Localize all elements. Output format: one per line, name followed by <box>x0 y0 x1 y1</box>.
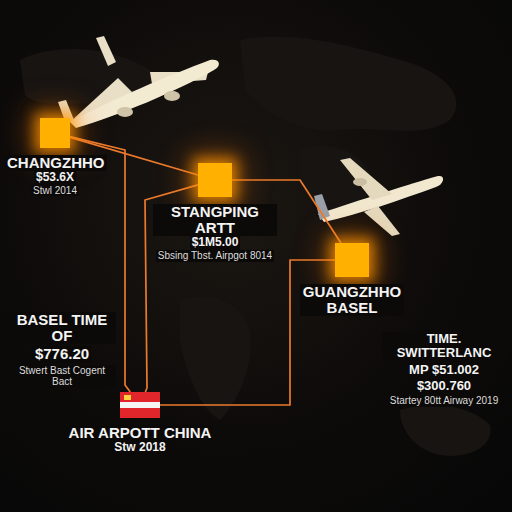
place-name: STANGPING ARTT <box>153 204 277 236</box>
route-line <box>160 260 335 405</box>
note-text: Sbsing Tbst. Airpgot 8014 <box>156 250 274 262</box>
airplane-top <box>58 36 219 128</box>
info-label: $776.20 <box>33 346 91 362</box>
place-name: AIR ARPOTT CHINA <box>67 425 214 441</box>
place-name: GUANGZHHO BASEL <box>300 284 404 316</box>
note-text: Stwl 2014 <box>31 185 79 197</box>
info-label: MP $51.002 <box>407 363 481 377</box>
info-label: Startey 80tt Airway 2019 <box>388 395 500 407</box>
price-value: $53.6X <box>34 171 76 185</box>
world-map <box>20 37 491 456</box>
info-label: $300.760 <box>415 379 473 393</box>
price-value: Stw 2018 <box>112 441 167 455</box>
right-label-group: TIME. SWITTERLANC MP $51.002 $300.760Start… <box>382 332 506 409</box>
flag-outline <box>120 392 160 418</box>
info-label: TIME. SWITTERLANC <box>382 332 506 361</box>
glow-square <box>335 243 369 277</box>
flag-marker <box>120 392 160 418</box>
glow-square <box>40 118 70 148</box>
glow-square-node: CHANGZHHO$53.6XStwl 2014 <box>5 118 105 196</box>
glow-square-node: GUANGZHHO BASEL <box>300 243 404 316</box>
flag-emblem <box>124 395 131 400</box>
place-name: CHANGZHHO <box>5 155 107 171</box>
airplane-right <box>314 158 443 236</box>
info-label: Stwert Bast Cogent Bact <box>8 365 116 388</box>
price-value: $1M5.00 <box>190 236 241 250</box>
info-label: BASEL TIME OF <box>8 312 116 344</box>
glow-square-node: STANGPING ARTT$1M5.00Sbsing Tbst. Airpgo… <box>153 163 277 262</box>
glow-square <box>198 163 232 197</box>
flag-field <box>120 392 160 418</box>
left-label-group: BASEL TIME OF $776.20Stwert Bast Cogent B… <box>8 312 116 390</box>
flag-node: AIR ARPOTT CHINAStw 2018 <box>65 392 215 455</box>
flag-stripe <box>120 402 160 408</box>
